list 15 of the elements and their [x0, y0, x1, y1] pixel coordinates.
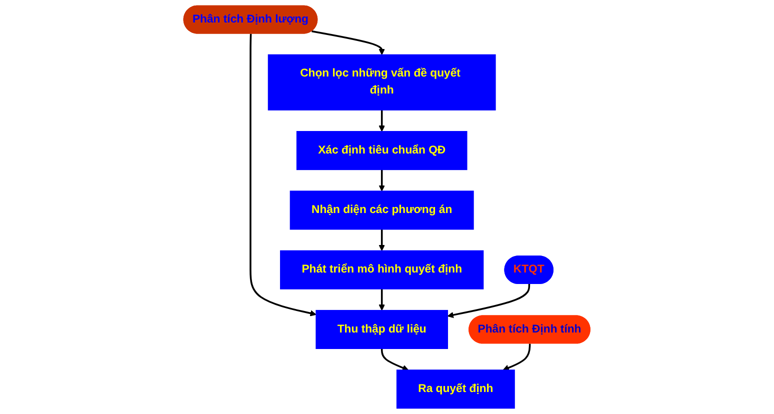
arrow [378, 229, 386, 251]
node-box: Thu thập dữ liệu [316, 310, 448, 349]
arrow [381, 348, 409, 371]
arrow [312, 30, 386, 55]
arrow [250, 34, 316, 316]
arrow [448, 284, 530, 318]
arrow [378, 110, 386, 132]
arrow [378, 289, 386, 311]
arrow [503, 344, 531, 371]
node-box: Xác định tiêu chuẩn QĐ [296, 131, 468, 170]
arrow [378, 170, 386, 192]
node-box: Nhận diện các phương án [290, 190, 474, 230]
node-box: Ra quyết định [396, 370, 516, 409]
node-box: Phát triển mô hình quyết định [280, 250, 484, 290]
node-box: Chọn lọc những vấn đề quyết định [268, 54, 496, 110]
